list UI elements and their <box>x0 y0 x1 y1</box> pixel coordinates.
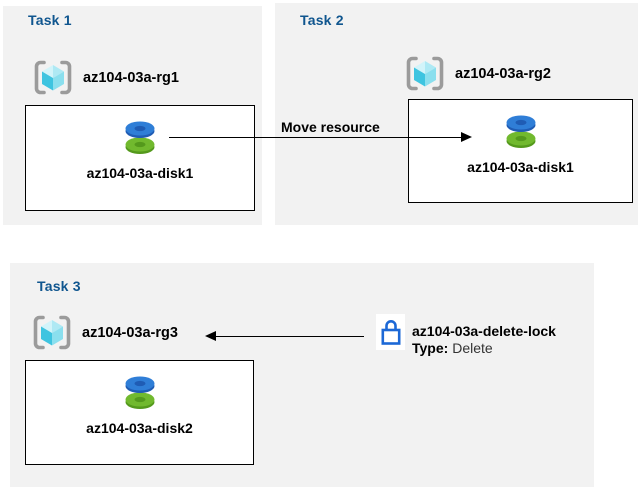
lock-type: Type: Delete <box>412 340 556 356</box>
task2-resource-group-row: az104-03a-rg2 <box>405 55 551 92</box>
lock-arrow-line <box>215 336 364 337</box>
task1-resource-group-row: az104-03a-rg1 <box>33 59 179 96</box>
lock-icon <box>376 314 405 350</box>
task2-resource-box: az104-03a-disk1 <box>408 99 633 203</box>
resource-group-name: az104-03a-rg2 <box>455 65 551 82</box>
disk-name: az104-03a-disk1 <box>86 165 194 181</box>
task1-panel: Task 1 az104-03a-rg1 az104-03a-disk1 <box>3 6 262 225</box>
lock-name: az104-03a-delete-lock <box>412 323 556 339</box>
resource-group-name: az104-03a-rg3 <box>82 324 178 341</box>
disk-icon <box>506 115 535 148</box>
task3-panel: Task 3 az104-03a-rg3 az104-03a-disk2 <box>10 263 594 487</box>
resource-group-name: az104-03a-rg1 <box>83 69 179 86</box>
move-arrow-head <box>461 132 472 142</box>
lock-type-label: Type: <box>412 340 449 356</box>
lock-text-block: az104-03a-delete-lock Type: Delete <box>412 323 556 356</box>
lock-arrow-head <box>205 331 216 341</box>
task2-panel: Task 2 az104-03a-rg2 az104-03a-disk1 <box>275 3 638 225</box>
move-arrow-line <box>169 137 462 138</box>
move-arrow-label: Move resource <box>281 119 380 135</box>
disk-icon <box>125 376 154 409</box>
resource-group-icon <box>33 315 71 350</box>
disk-name: az104-03a-disk2 <box>86 420 193 436</box>
task3-resource-group-row: az104-03a-rg3 <box>32 314 178 351</box>
task3-resource-box: az104-03a-disk2 <box>25 360 254 465</box>
resource-group-icon <box>406 56 444 91</box>
task1-heading: Task 1 <box>28 12 72 28</box>
disk-icon <box>125 121 155 154</box>
lock-type-value: Delete <box>452 340 493 356</box>
task3-heading: Task 3 <box>37 278 81 294</box>
task1-resource-box: az104-03a-disk1 <box>25 105 255 211</box>
disk-name: az104-03a-disk1 <box>467 159 574 175</box>
resource-group-icon <box>34 60 72 95</box>
task2-heading: Task 2 <box>300 12 344 28</box>
